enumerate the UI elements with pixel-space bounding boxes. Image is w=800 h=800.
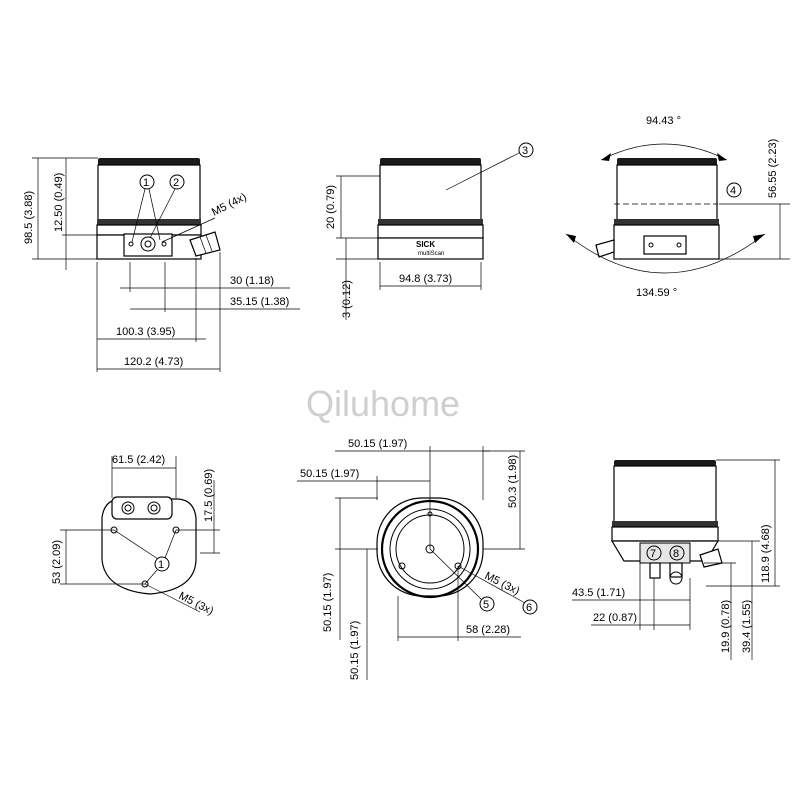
bottom-center-view xyxy=(297,446,538,680)
side-callout-3: 3 xyxy=(522,145,528,157)
side-dim-20: 20 (0.79) xyxy=(325,185,337,229)
front-dim-height-base: 12.50 (0.49) xyxy=(53,173,65,232)
bottom-center-dim-top-a: 50.15 (1.97) xyxy=(348,438,407,450)
watermark: Qiluhome xyxy=(306,383,460,424)
back-dim-43: 43.5 (1.71) xyxy=(572,587,625,599)
bottom-center-dim-left-b: 50.15 (1.97) xyxy=(349,621,361,680)
front-dim-120: 120.2 (4.73) xyxy=(124,356,183,368)
bottom-left-callout-1: 1 xyxy=(158,559,164,571)
bottom-center-dim-left-a: 50.15 (1.97) xyxy=(322,573,334,632)
bottom-left-dim-53: 53 (2.09) xyxy=(51,540,63,584)
front-callout-2: 2 xyxy=(173,177,179,189)
side-dim-3: 3 (0.12) xyxy=(341,280,353,318)
bottom-center-dim-58: 58 (2.28) xyxy=(466,624,510,636)
bottom-left-thread: M5 (3x) xyxy=(177,590,216,618)
bottom-left-dim-17: 17.5 (0.69) xyxy=(203,469,215,522)
bottom-center-dim-top-b: 50.15 (1.97) xyxy=(300,468,359,480)
tilt-dim-height: 56.55 (2.23) xyxy=(767,139,779,198)
side-brand-model: multiScan xyxy=(418,251,444,257)
back-dim-19: 19.9 (0.78) xyxy=(720,600,732,653)
front-dim-30: 30 (1.18) xyxy=(230,275,274,287)
front-callout-1: 1 xyxy=(143,177,149,189)
bottom-left-view xyxy=(60,456,220,613)
front-dimension-lines xyxy=(32,157,300,372)
back-callout-7: 7 xyxy=(650,548,656,560)
bottom-left-dim-61: 61.5 (2.42) xyxy=(112,454,165,466)
side-brand-logo: SICK xyxy=(416,240,435,249)
back-dim-118: 118.9 (4.68) xyxy=(760,524,772,583)
back-dim-39: 39.4 (1.55) xyxy=(741,600,753,653)
back-view xyxy=(572,459,780,660)
bottom-center-callout-5: 5 xyxy=(483,599,489,611)
front-dim-height-total: 98.5 (3.88) xyxy=(23,191,35,244)
back-callout-8: 8 xyxy=(673,548,679,560)
bottom-center-thread: M5 (3x) xyxy=(483,570,522,598)
bottom-center-dim-right: 50.3 (1.98) xyxy=(507,455,519,508)
side-dim-94: 94.8 (3.73) xyxy=(399,273,452,285)
front-dim-100: 100.3 (3.95) xyxy=(116,326,175,338)
back-dim-22: 22 (0.87) xyxy=(593,612,637,624)
tilt-callout-4: 4 xyxy=(730,185,736,197)
tilt-view xyxy=(565,143,790,274)
side-view xyxy=(377,142,534,260)
tilt-angle-top: 94.43 ° xyxy=(646,115,681,127)
tilt-angle-bottom: 134.59 ° xyxy=(636,287,677,299)
front-dim-35: 35.15 (1.38) xyxy=(230,296,289,308)
front-view xyxy=(96,158,221,260)
side-dimension-lines xyxy=(336,175,482,320)
front-thread-label: M5 (4x) xyxy=(210,191,249,219)
bottom-center-callout-6: 6 xyxy=(526,602,532,614)
